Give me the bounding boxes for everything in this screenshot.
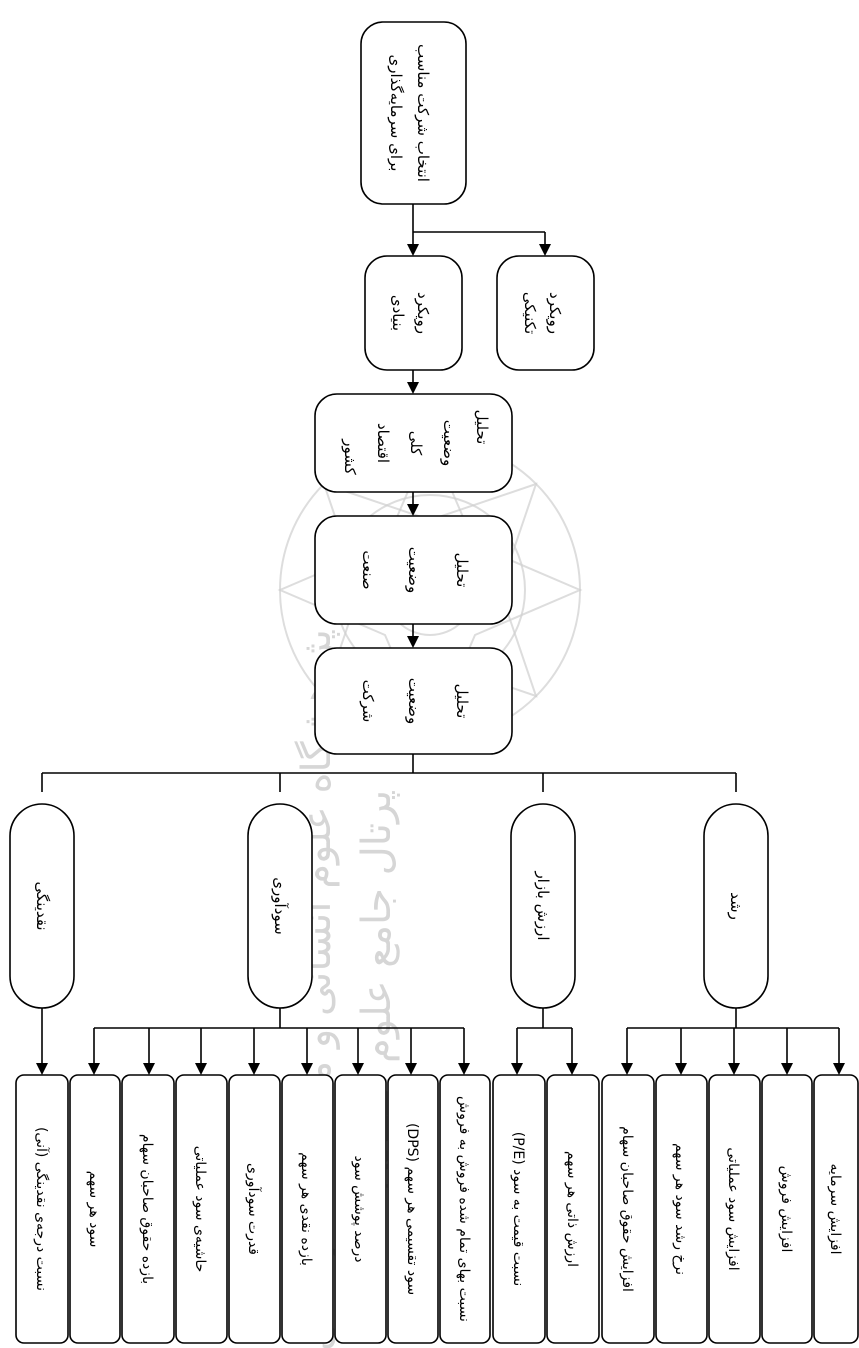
leaf-growth-3-label: افزایش سود عملیاتی: [725, 1147, 741, 1270]
leaf-liquidity-1-label: نسبت درجه‌ی نقدینگی (آنی): [33, 1127, 50, 1291]
root-line-1: انتخاب شرکت مناسب: [414, 44, 432, 182]
leaf-growth-1: افزایش حقوق صاحبان سهام: [601, 1074, 655, 1344]
approach-fundamental-line-1: رویکرد: [414, 292, 432, 334]
category-liquidity-label: نقدینگی: [33, 881, 51, 930]
analysis-economy-line-2: وضعیت: [440, 420, 458, 466]
leaf-profitability-5-label: بازده نقدی هر سهم: [298, 1152, 314, 1266]
category-growth: رشد: [703, 803, 769, 1009]
arrowheads: [36, 244, 845, 1075]
category-market-value-label: ارزش بازار: [534, 870, 552, 940]
category-growth-label: رشد: [727, 892, 745, 920]
leaf-market-value-2: ارزش ذاتی هر سهم: [546, 1074, 600, 1344]
leaf-profitability-1-label: سود هر سهم: [86, 1171, 102, 1248]
node-analysis-company: تحلیل وضعیت شرکت: [314, 647, 513, 755]
analysis-industry-line-1: تحلیل: [453, 553, 471, 588]
leaf-market-value-1: نسبت قیمت به سود (P/E): [492, 1074, 546, 1344]
root-line-2: برای سرمایه‌گذاری: [387, 55, 405, 172]
category-profitability-label: سودآوری: [271, 877, 289, 934]
leaf-profitability-6: درصد پوشش سود: [334, 1074, 387, 1344]
leaf-profitability-3: حاشیه‌ی سود عملیاتی: [175, 1074, 228, 1344]
analysis-industry-line-3: صنعت: [359, 550, 377, 589]
node-analysis-economy: تحلیل وضعیت کلی اقتصاد کشور: [314, 393, 513, 493]
analysis-economy-line-1: تحلیل: [473, 410, 491, 445]
leaf-growth-4: افزایش فروش: [761, 1074, 813, 1344]
analysis-economy-line-4: اقتصاد: [374, 423, 392, 463]
analysis-economy-line-5: کشور: [341, 438, 359, 475]
leaf-profitability-6-label: درصد پوشش سود: [351, 1155, 367, 1262]
analysis-company-line-1: تحلیل: [453, 684, 471, 719]
analysis-industry-line-2: وضعیت: [405, 547, 423, 593]
leaf-market-value-1-label: نسبت قیمت به سود (P/E): [510, 1132, 526, 1286]
leaf-liquidity-1: نسبت درجه‌ی نقدینگی (آنی): [15, 1074, 69, 1344]
leaf-growth-5: افزایش سرمایه: [813, 1074, 859, 1344]
category-liquidity: نقدینگی: [9, 803, 75, 1009]
node-approach-fundamental: رویکرد بنیادی: [364, 255, 463, 371]
node-analysis-industry: تحلیل وضعیت صنعت: [314, 515, 513, 625]
leaf-growth-2: نرخ رشد سود هر سهم: [655, 1074, 708, 1344]
analysis-company-line-3: شرکت: [359, 680, 377, 723]
analysis-company-line-2: وضعیت: [405, 678, 423, 724]
leaf-growth-2-label: نرخ رشد سود هر سهم: [672, 1143, 688, 1275]
leaf-profitability-8: نسبت بهای تمام شده فروش به فروش: [439, 1074, 491, 1344]
leaf-profitability-1: سود هر سهم: [69, 1074, 121, 1344]
category-profitability: سودآوری: [247, 803, 313, 1009]
leaf-profitability-5: بازده نقدی هر سهم: [281, 1074, 334, 1344]
leaf-profitability-3-label: حاشیه‌ی سود عملیاتی: [192, 1146, 208, 1273]
node-root: انتخاب شرکت مناسب برای سرمایه‌گذاری: [360, 21, 467, 205]
approach-fundamental-line-2: بنیادی: [389, 295, 407, 331]
leaf-profitability-2: بازده حقوق صاحبان سهام: [121, 1074, 175, 1344]
leaf-profitability-8-label: نسبت بهای تمام شده فروش به فروش: [456, 1096, 472, 1322]
analysis-economy-line-3: کلی: [407, 431, 425, 456]
leaf-profitability-2-label: بازده حقوق صاحبان سهام: [139, 1134, 155, 1284]
leaf-profitability-4-label: قدرت سودآوری: [245, 1163, 262, 1255]
leaf-growth-3: افزایش سود عملیاتی: [708, 1074, 761, 1344]
category-market-value: ارزش بازار: [510, 803, 576, 1009]
leaf-growth-5-label: افزایش سرمایه: [827, 1163, 843, 1254]
leaf-profitability-7-label: سود تقسیمی هر سهم (DPS): [404, 1123, 420, 1295]
approach-technical-line-2: تکنیکی: [521, 292, 539, 334]
leaf-market-value-2-label: ارزش ذاتی هر سهم: [564, 1151, 580, 1267]
leaf-profitability-4: قدرت سودآوری: [228, 1074, 281, 1344]
approach-technical-line-1: رویکرد: [546, 292, 564, 334]
node-approach-technical: رویکرد تکنیکی: [496, 255, 595, 371]
leaf-growth-4-label: افزایش فروش: [778, 1166, 794, 1253]
leaf-profitability-7: سود تقسیمی هر سهم (DPS): [387, 1074, 439, 1344]
leaf-growth-1-label: افزایش حقوق صاحبان سهام: [619, 1126, 635, 1292]
connectors: [41, 204, 840, 1063]
